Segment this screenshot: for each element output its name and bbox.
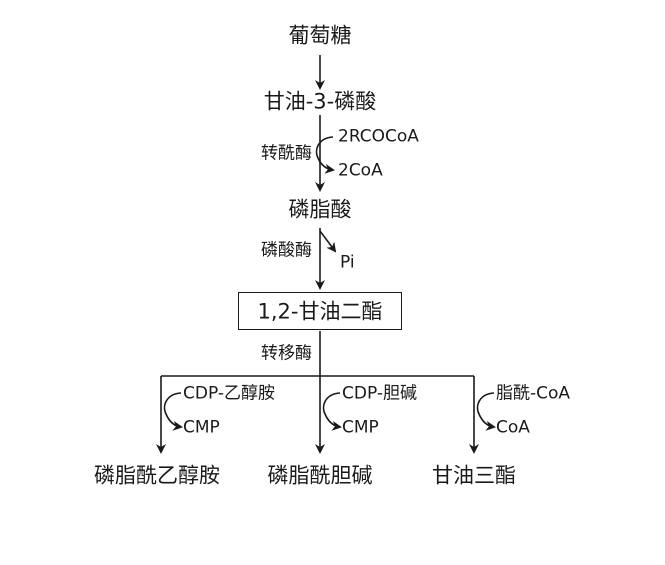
curved-arrow-pe [163, 392, 183, 431]
diacylglycerol-box [238, 292, 402, 330]
node-phosphatidic-acid: 磷脂酸 [288, 197, 352, 222]
arrow-pi-release [319, 230, 337, 253]
cofactor-cmp-pc: CMP [342, 417, 379, 438]
curved-arrow-tg [476, 392, 496, 431]
enzyme-transferase: 转移酶 [261, 343, 312, 364]
enzyme-phosphatase: 磷酸酶 [261, 240, 312, 261]
node-phosphatidylethanolamine: 磷脂酰乙醇胺 [94, 463, 220, 488]
cofactor-2coa: 2CoA [338, 160, 383, 181]
node-glucose: 葡萄糖 [288, 23, 352, 48]
cofactor-cmp-pe: CMP [183, 417, 220, 438]
cofactor-cdp-ethanolamine: CDP-乙醇胺 [183, 383, 275, 404]
cofactor-coa: CoA [496, 417, 530, 438]
node-phosphatidylcholine: 磷脂酰胆碱 [267, 463, 373, 488]
curved-arrow-pc [322, 392, 342, 431]
cofactor-acyl-coa: 脂酰-CoA [496, 383, 571, 404]
node-triglyceride: 甘油三酯 [432, 463, 516, 488]
node-diacylglycerol: 1,2-甘油二酯 [257, 299, 383, 324]
cofactor-cdp-choline: CDP-胆碱 [342, 383, 417, 404]
enzyme-acyltransferase: 转酰酶 [261, 143, 312, 164]
cofactor-pi: Pi [340, 252, 355, 273]
curved-arrow-acyl [315, 136, 335, 174]
node-glycerol-3-phosphate: 甘油-3-磷酸 [263, 89, 377, 114]
cofactor-2rcocoa: 2RCOCoA [338, 126, 419, 147]
